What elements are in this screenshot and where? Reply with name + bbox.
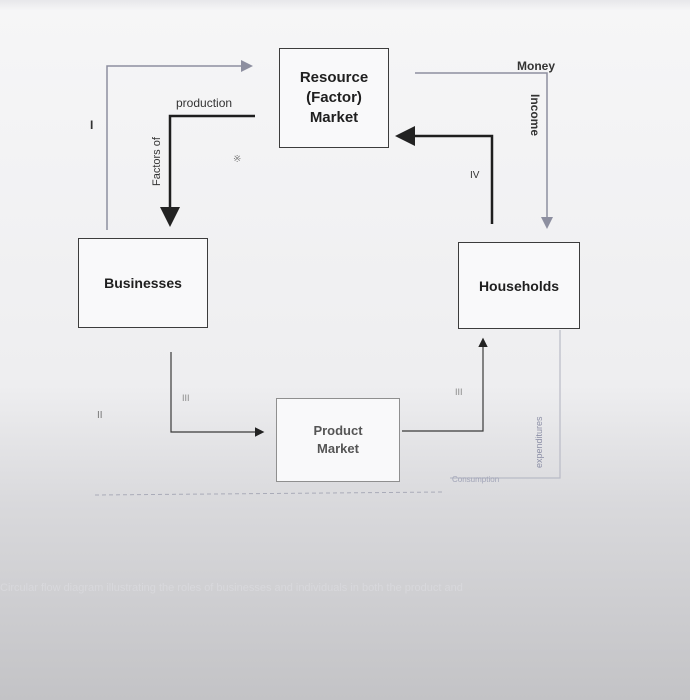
small-mark: ※: [233, 154, 241, 165]
roman-iii-left-label: III: [182, 393, 190, 403]
arrow-money-income: [415, 72, 553, 229]
households-box: Households: [458, 242, 580, 329]
product-market-box: Product Market: [276, 398, 400, 482]
screen-top-edge: [0, 0, 690, 10]
arrow-iv: [395, 126, 494, 224]
resource-market-box: Resource (Factor) Market: [279, 48, 389, 148]
consumption-label: Consumption: [452, 475, 500, 484]
arrow-iii-left: [170, 352, 265, 437]
arrow-iii-right: [402, 337, 488, 432]
faded-dashed-line: [94, 491, 446, 496]
roman-iv-label: IV: [470, 170, 480, 181]
expenditures-label: expenditures: [534, 416, 544, 468]
factors-of-label: Factors of: [151, 137, 163, 186]
income-label: Income: [528, 94, 542, 137]
production-label: production: [176, 96, 233, 110]
businesses-box: Businesses: [78, 238, 208, 328]
arrow-i-light: [106, 60, 253, 230]
roman-i-label: I: [90, 118, 94, 132]
arrow-factors-of-production: [160, 114, 255, 227]
roman-ii-label: II: [97, 410, 103, 421]
arrow-consumption-expenditures: [450, 330, 561, 479]
money-label: Money: [517, 59, 556, 73]
footer-caption: Circular flow diagram illustrating the r…: [0, 582, 463, 594]
roman-iii-right-label: III: [455, 387, 463, 397]
